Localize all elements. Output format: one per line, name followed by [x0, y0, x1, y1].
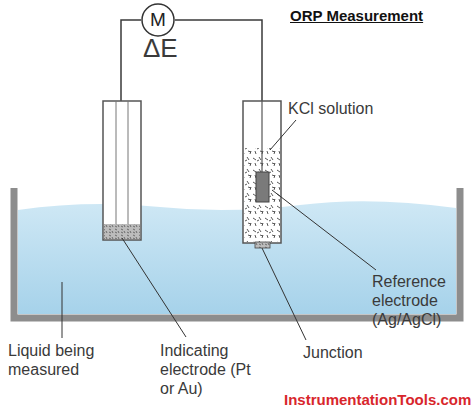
- electrode-tube: [116, 101, 117, 224]
- electrode-tip: [104, 224, 140, 239]
- leader-line: [272, 190, 376, 270]
- leader-line: [62, 282, 63, 338]
- leader-line: [122, 238, 186, 337]
- ag-agcl-element: [256, 172, 269, 202]
- indicating-electrode: [103, 101, 141, 240]
- part-label: Indicating electrode (Pt or Au): [160, 341, 260, 398]
- part-label: KCl solution: [288, 99, 408, 118]
- part-label: Junction: [303, 343, 393, 362]
- meter-symbol: M: [141, 9, 175, 31]
- leader-line: [262, 248, 306, 340]
- wire: [121, 20, 141, 101]
- meter-circle: M: [141, 3, 175, 37]
- electrode-wire: [261, 101, 262, 172]
- watermark: InstrumentationTools.com: [284, 390, 470, 409]
- electrode-tube: [128, 101, 129, 224]
- junction-plug: [255, 242, 270, 248]
- part-label: Liquid being measured: [8, 341, 118, 379]
- potential-symbol: ΔE: [143, 33, 183, 63]
- diagram-title: ORP Measurement: [290, 6, 423, 25]
- leader-line: [270, 120, 296, 150]
- part-label: Reference electrode (Ag/AgCl): [372, 272, 470, 329]
- reference-electrode: [243, 101, 281, 243]
- wire: [175, 20, 262, 101]
